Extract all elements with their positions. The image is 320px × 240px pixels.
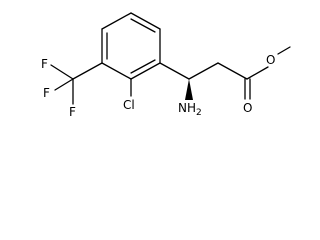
c-f-bond (54, 78, 74, 91)
ester-oxygen-label: O (266, 53, 275, 67)
cf3-bond (72, 62, 103, 80)
ester-bond (246, 66, 269, 80)
structure-diagram: F F F Cl NH2 O O (41, 12, 291, 119)
fluorine-label: F (69, 105, 76, 119)
methyl-bond (277, 46, 291, 55)
fluorine-label: F (41, 57, 48, 71)
ring-bond (101, 12, 132, 30)
ring-bond (130, 62, 161, 80)
amine-label: NH2 (178, 101, 202, 118)
amine-subscript: 2 (196, 108, 202, 118)
ring-to-stereocenter-bond (159, 62, 190, 80)
carbonyl-oxygen-label: O (243, 101, 252, 115)
ring-double-bond (130, 18, 156, 33)
trifluoromethyl-group (50, 62, 103, 105)
wedge-bond (185, 79, 193, 100)
ring-double-bond (130, 59, 156, 74)
ring-bond (130, 12, 161, 30)
fluorine-label: F (43, 86, 50, 100)
c-f-bond (50, 64, 74, 80)
benzene-ring (101, 12, 161, 80)
chain-bond (188, 62, 219, 80)
chlorine-label: Cl (123, 98, 135, 112)
ring-bond (101, 62, 132, 80)
chain-bond (217, 62, 248, 80)
